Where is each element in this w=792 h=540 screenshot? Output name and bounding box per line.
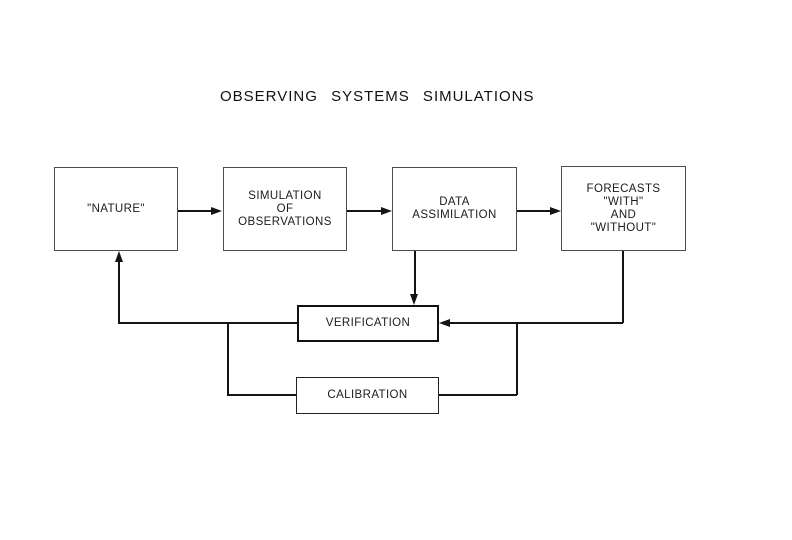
- node-data-assimilation: DATA ASSIMILATION: [392, 167, 517, 251]
- edge-calibration-left-horizontal: [227, 394, 296, 396]
- edge-verification-to-nature-arrowhead: [115, 251, 123, 262]
- edge-nature-to-simulation-shaft: [178, 210, 214, 212]
- edge-calibration-left-vertical: [227, 323, 229, 395]
- edge-assimilation-to-forecasts-arrowhead: [550, 207, 561, 215]
- node-verification: VERIFICATION: [297, 305, 439, 342]
- node-simulation-of-observations: SIMULATION OF OBSERVATIONS: [223, 167, 347, 251]
- edge-simulation-to-assimilation-shaft: [347, 210, 384, 212]
- edge-verification-to-nature-vertical: [118, 259, 120, 323]
- edge-calibration-right-horizontal: [439, 394, 517, 396]
- edge-forecasts-to-verification-vertical: [622, 251, 624, 323]
- node-nature: "NATURE": [54, 167, 178, 251]
- node-calibration: CALIBRATION: [296, 377, 439, 414]
- edge-assimilation-to-verification-shaft: [414, 251, 416, 296]
- edge-forecasts-to-verification-horizontal: [448, 322, 623, 324]
- edge-calibration-right-vertical: [516, 323, 518, 395]
- edge-verification-to-nature-horizontal: [118, 322, 297, 324]
- edge-forecasts-to-verification-arrowhead: [439, 319, 450, 327]
- edge-nature-to-simulation-arrowhead: [211, 207, 222, 215]
- edge-simulation-to-assimilation-arrowhead: [381, 207, 392, 215]
- node-forecasts-with-and-without: FORECASTS "WITH" AND "WITHOUT": [561, 166, 686, 251]
- edge-assimilation-to-forecasts-shaft: [517, 210, 553, 212]
- diagram-title: OBSERVING SYSTEMS SIMULATIONS: [220, 88, 535, 105]
- edge-assimilation-to-verification-arrowhead: [410, 294, 418, 305]
